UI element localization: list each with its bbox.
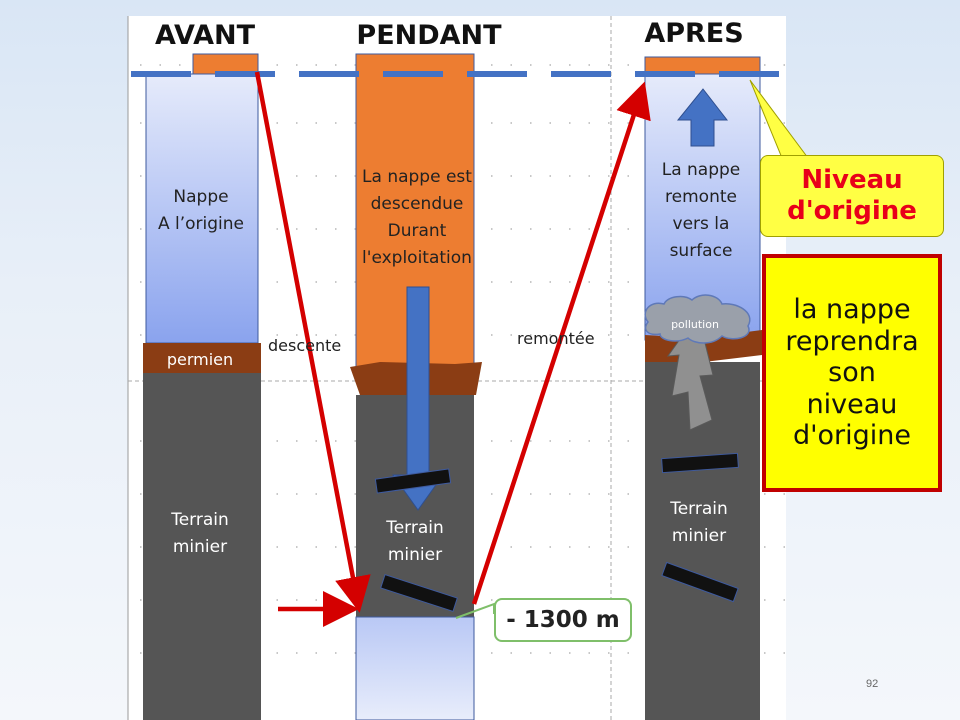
pendant-terrain-label-2: minier: [388, 545, 442, 565]
pendant-nappe-label-2: descendue: [371, 194, 464, 214]
avant-permien-label: permien: [167, 350, 233, 369]
main-note-line-5: d'origine: [792, 420, 912, 452]
descente-label: descente: [268, 336, 341, 355]
main-note-line-3: son: [828, 357, 876, 389]
pollution-label: pollution: [671, 318, 719, 331]
apres-ore-vein-2: [661, 561, 739, 603]
main-note-box: la nappe reprendra son niveau d'origine: [762, 254, 942, 492]
apres-ore-vein-1: [661, 452, 739, 474]
column-avant: [143, 53, 261, 720]
main-note-line-2: reprendra: [785, 325, 919, 357]
apres-leak-bolt: [666, 324, 714, 431]
niveau-origine-callout: Niveau d'origine: [760, 155, 944, 237]
apres-up-arrow: [676, 88, 729, 147]
column-apres: [644, 56, 762, 720]
avant-terrain-label-2: minier: [173, 537, 227, 557]
depth-callout-label: - 1300 m: [506, 607, 620, 633]
remontee-arrow: [471, 81, 651, 605]
pendant-water-bottom: [355, 616, 475, 720]
heading-apres: APRES: [644, 18, 743, 49]
apres-terrain-label-2: minier: [672, 526, 726, 546]
main-note-line-1: la nappe: [793, 294, 911, 326]
niveau-callout-line-1: Niveau: [801, 164, 903, 195]
avant-water: [145, 73, 259, 344]
remontee-label: remontée: [517, 329, 595, 348]
pendant-nappe-label-1: La nappe est: [362, 167, 472, 187]
apres-nappe-label-2: remonte: [665, 187, 737, 207]
avant-terrain: [143, 373, 261, 720]
apres-nappe-label-4: surface: [670, 241, 733, 261]
apres-nappe-label-1: La nappe: [662, 160, 741, 180]
niveau-callout-line-2: d'origine: [787, 196, 917, 226]
avant-nappe-label-2: A l’origine: [158, 214, 244, 234]
avant-nappe-label-1: Nappe: [173, 187, 228, 207]
apres-terrain-label-1: Terrain: [669, 499, 728, 519]
column-pendant: [350, 53, 482, 720]
pollution-cloud-shape: [644, 294, 751, 344]
avant-terrain-label-1: Terrain: [170, 510, 229, 530]
heading-pendant: PENDANT: [356, 20, 502, 51]
apres-nappe-label-3: vers la: [673, 214, 730, 234]
pendant-nappe-label-3: Durant: [388, 221, 447, 241]
pendant-ore-vein-1: [374, 468, 452, 494]
pendant-nappe-label-4: l'exploitation: [362, 248, 472, 268]
pendant-ore-vein-2: [380, 573, 458, 613]
slide-number: 92: [866, 678, 879, 690]
depth-callout: - 1300 m: [494, 598, 632, 642]
heading-avant: AVANT: [155, 20, 256, 51]
descente-arrow: [254, 71, 371, 613]
pendant-blue-arrow-shaft: [406, 286, 430, 476]
pendant-terrain-label-1: Terrain: [385, 518, 444, 538]
avant-permien-layer: [143, 343, 261, 373]
main-note-line-4: niveau: [806, 388, 898, 420]
